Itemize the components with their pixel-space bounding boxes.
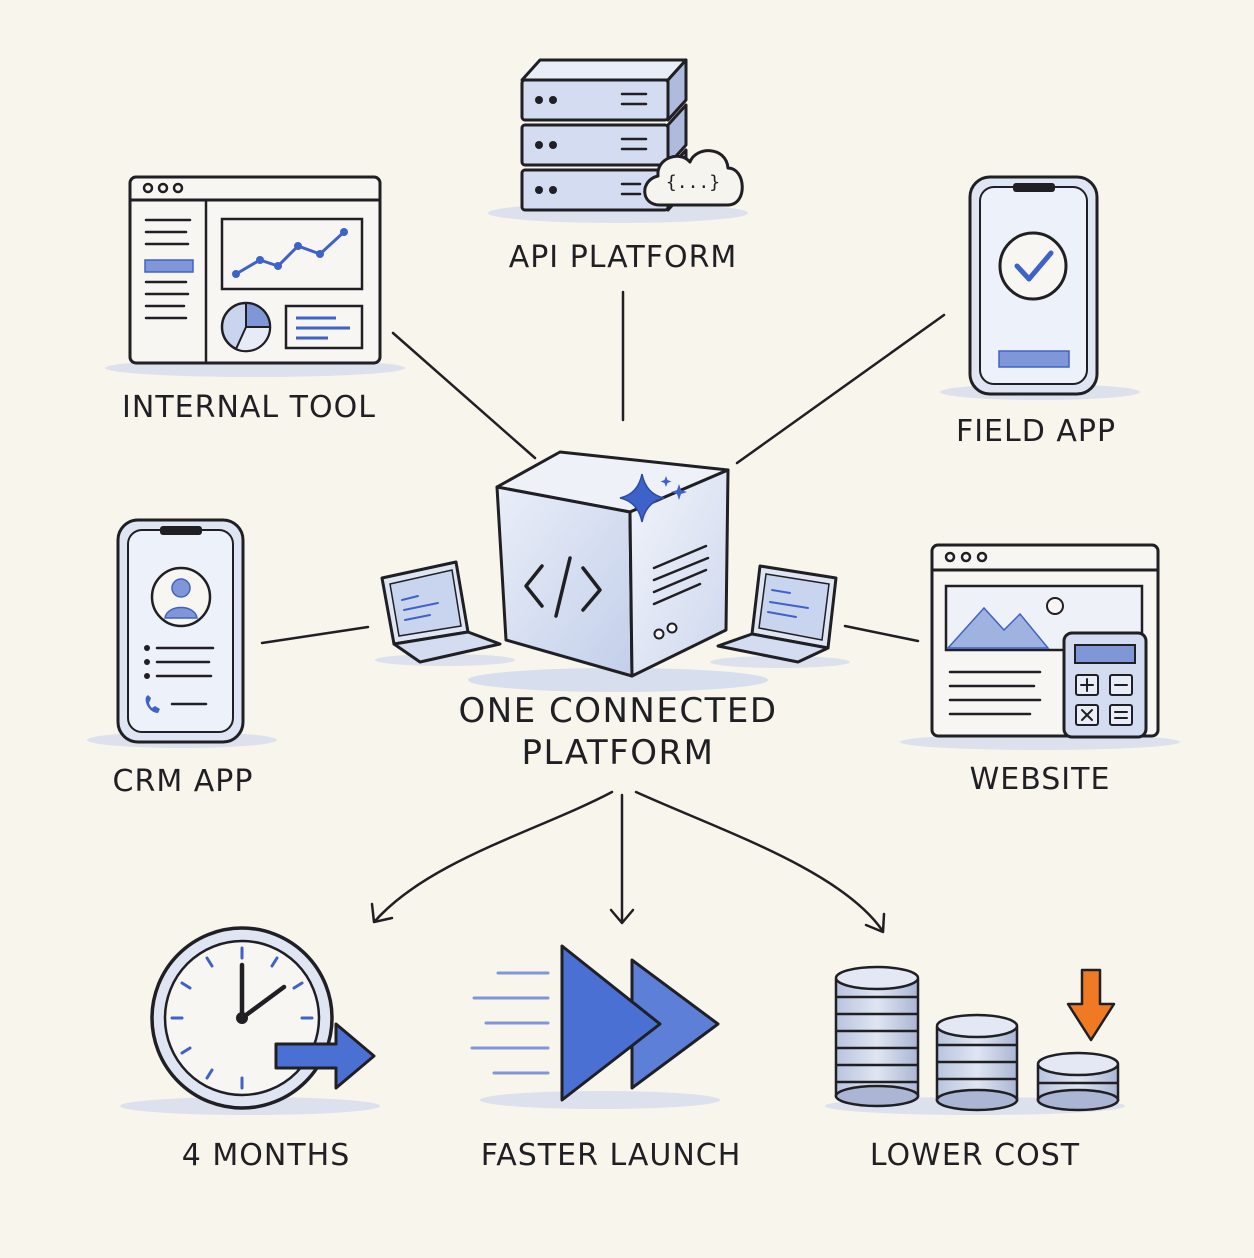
connector-lines — [260, 290, 946, 645]
down-arrow-icon — [1066, 968, 1116, 1042]
connector-website — [843, 624, 920, 643]
field-app-label: FIELD APP — [955, 414, 1117, 449]
crm-app-label: CRM APP — [112, 764, 254, 799]
arrow-to-months-head — [370, 902, 394, 924]
crm-phone-icon — [87, 518, 277, 748]
connector-internal-tool — [391, 331, 537, 460]
faster-launch-label: FASTER LAUNCH — [480, 1138, 742, 1173]
platform-title-line2: PLATFORM — [521, 733, 715, 773]
api-platform-label: API PLATFORM — [508, 240, 738, 275]
clock-icon — [120, 926, 380, 1115]
calculator-icon — [1062, 631, 1148, 739]
arrow-to-months — [374, 790, 614, 922]
months-label: 4 MONTHS — [181, 1138, 351, 1173]
dashboard-window-icon — [105, 175, 405, 377]
arrow-to-faster-launch-head — [609, 908, 635, 925]
lower-cost-label: LOWER COST — [869, 1138, 1081, 1173]
internal-tool-label: INTERNAL TOOL — [122, 390, 376, 425]
arrow-to-lower-cost-head — [864, 912, 886, 934]
coin-stacks-icon — [825, 965, 1125, 1115]
laptop-right-icon — [710, 564, 850, 668]
connector-crm — [260, 625, 370, 645]
clock-arrow-icon — [274, 1022, 376, 1090]
connector-field-app — [735, 313, 946, 465]
website-label: WEBSITE — [969, 762, 1111, 797]
platform-cube-icon — [468, 450, 768, 692]
cloud-api-icon: {...} — [643, 149, 744, 207]
arrow-to-lower-cost — [634, 790, 884, 932]
outcome-arrows — [370, 790, 886, 934]
platform-title: ONE CONNECTED PLATFORM — [458, 690, 777, 774]
api-server-stack-icon — [488, 58, 748, 223]
fast-forward-icon — [470, 944, 720, 1109]
field-phone-icon — [940, 175, 1140, 400]
cloud-braces-text: {...} — [666, 172, 720, 193]
platform-title-line1: ONE CONNECTED — [458, 691, 778, 731]
laptop-left-icon — [375, 560, 515, 666]
sparkle-icon — [619, 473, 665, 523]
